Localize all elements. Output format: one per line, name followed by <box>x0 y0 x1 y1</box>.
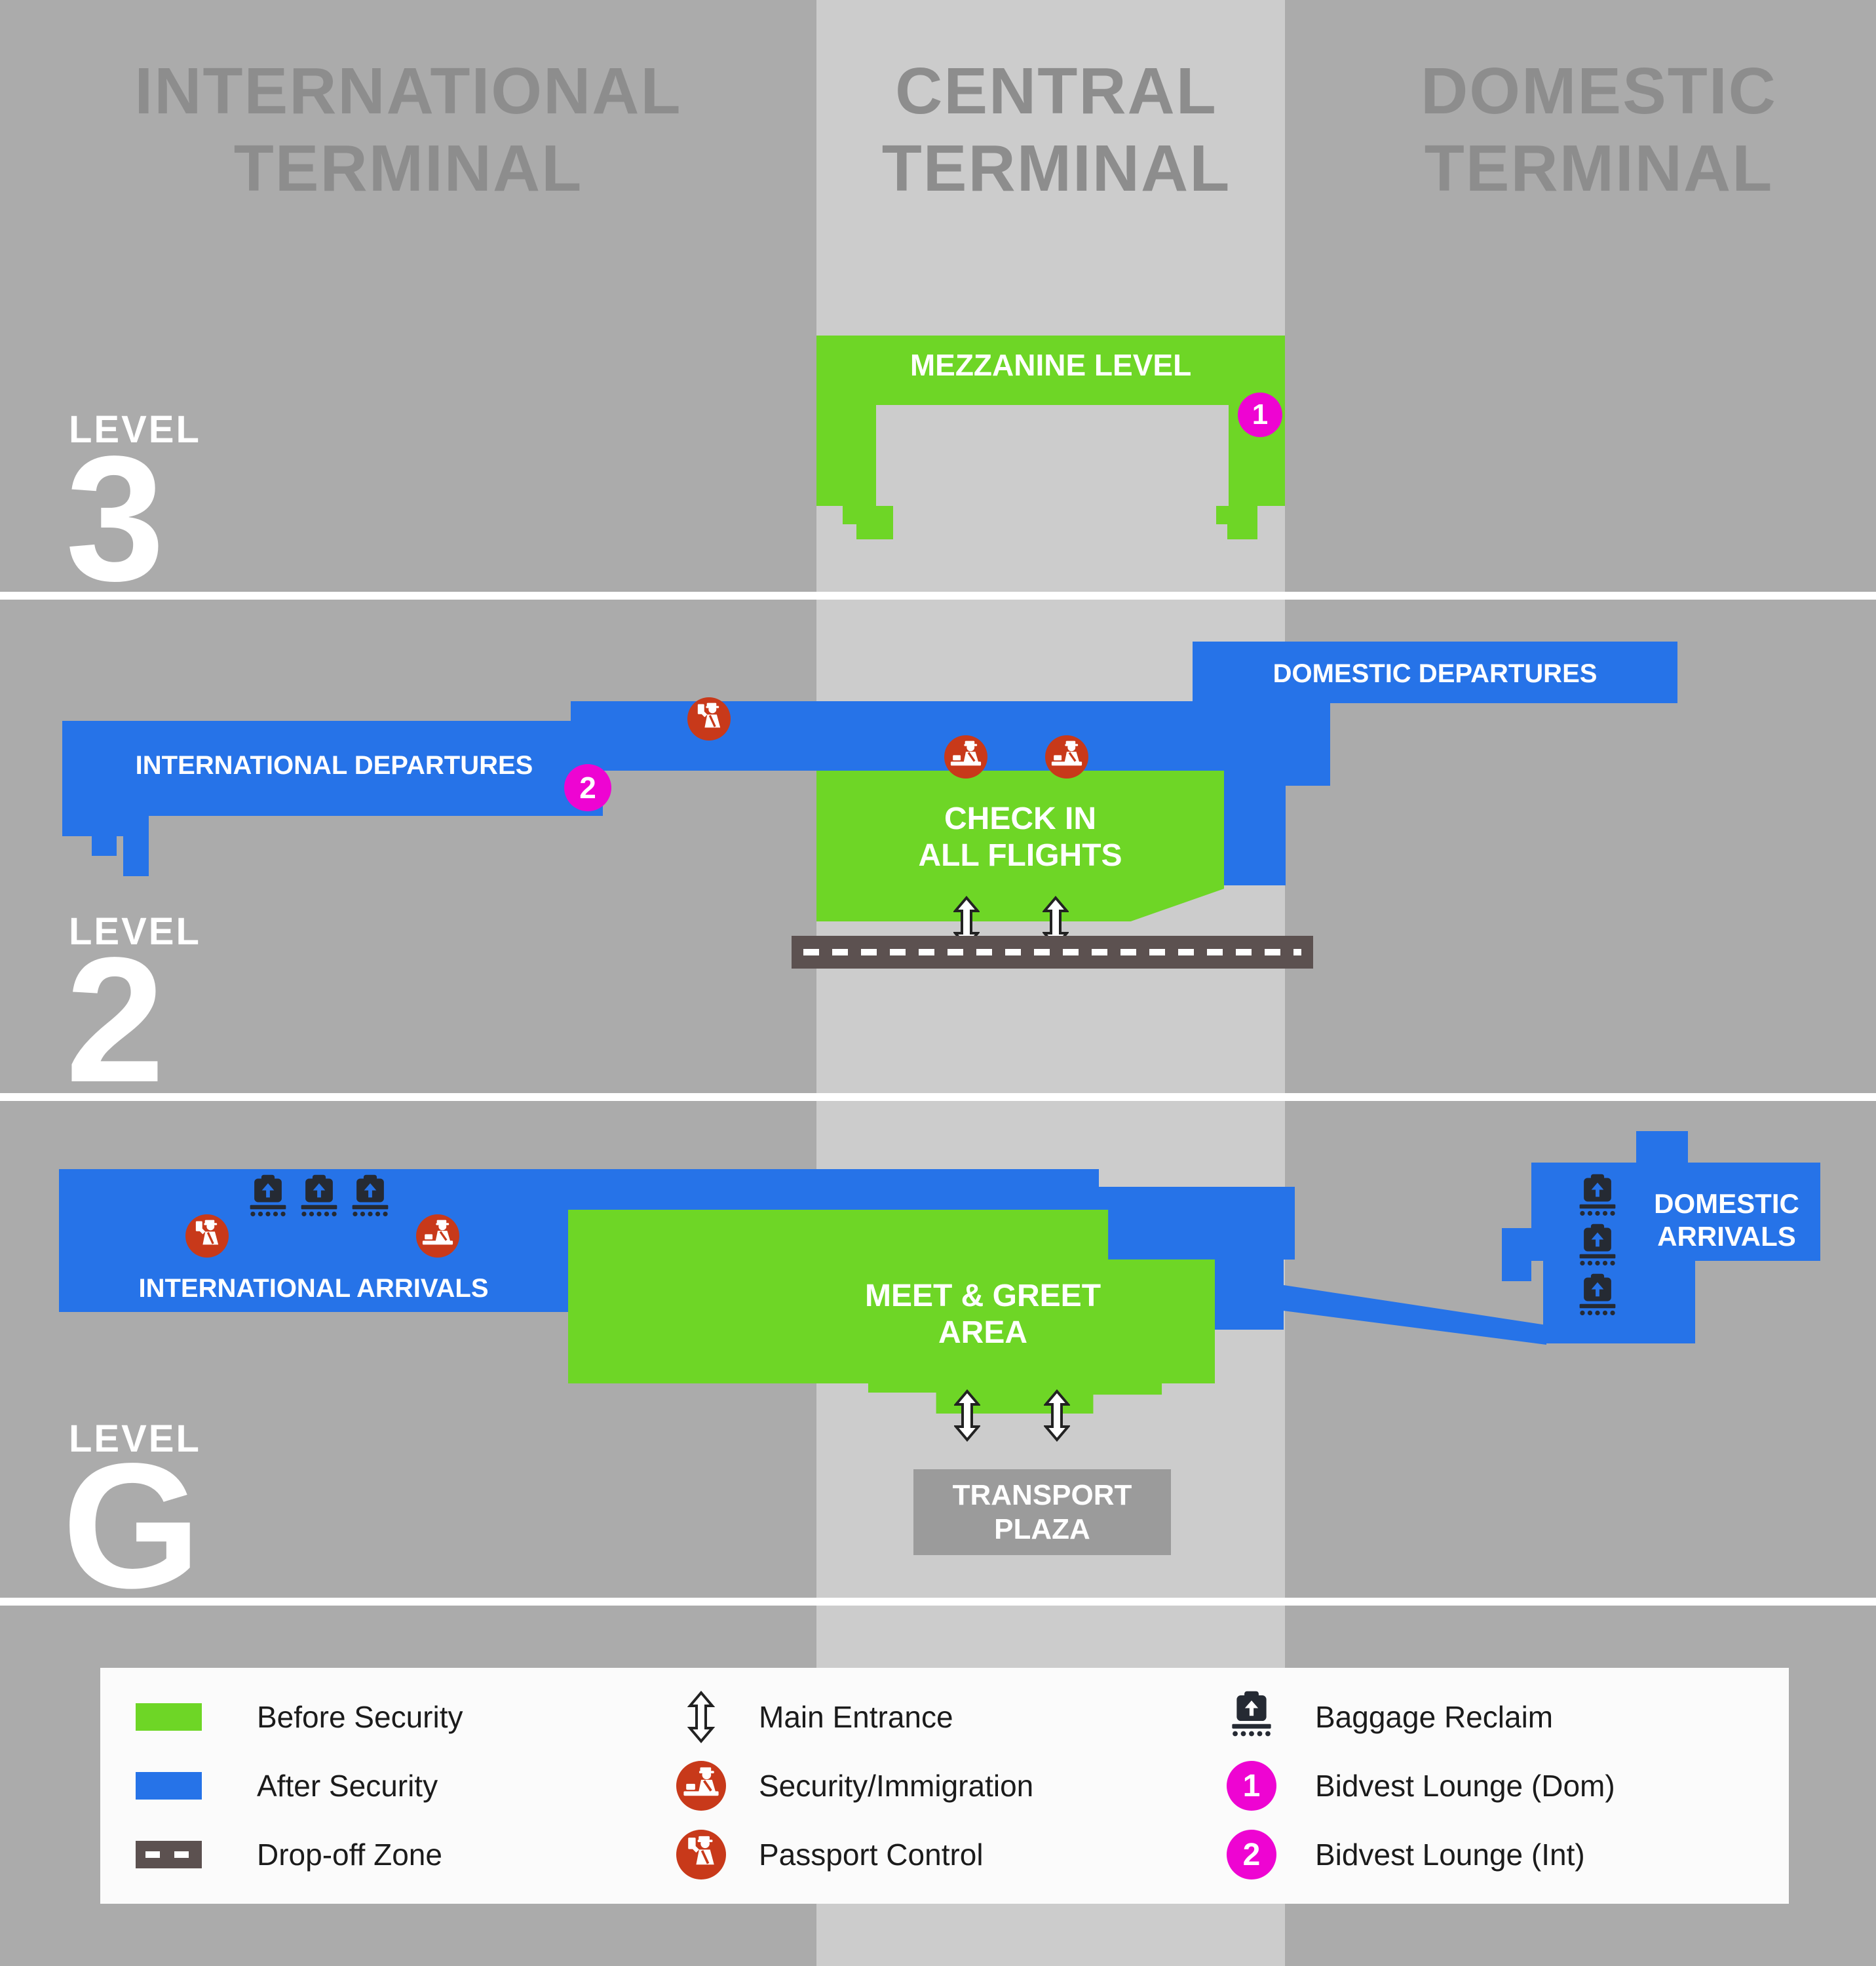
main-entrance-icon <box>1044 1389 1070 1442</box>
bidvest-lounge-dom-badge: 1 <box>1238 393 1282 437</box>
passport-control-icon <box>687 697 731 741</box>
level2-connector-band <box>571 701 1286 771</box>
baggage-reclaim-icon <box>1226 1689 1277 1743</box>
meet-greet-line1: MEET & GREET <box>864 1279 1101 1313</box>
legend-lounge-int-label: Bidvest Lounge (Int) <box>1315 1838 1585 1872</box>
transport-plaza-line1: TRANSPORT <box>952 1479 1132 1511</box>
domestic-arrivals-lower-block <box>1543 1261 1695 1343</box>
baggage-reclaim-icon <box>347 1174 394 1222</box>
bidvest-lounge-dom-icon: 1 <box>1227 1761 1276 1811</box>
header-domestic-terminal: DOMESTIC TERMINAL <box>1271 52 1876 207</box>
level2-connector-step <box>1286 701 1330 786</box>
transport-plaza-label: TRANSPORT PLAZA <box>913 1478 1171 1547</box>
legend-before-security-swatch <box>136 1703 202 1731</box>
legend-main-entrance-label: Main Entrance <box>759 1700 953 1734</box>
main-entrance-icon <box>687 1691 716 1743</box>
check-in-line1: CHECK IN <box>944 801 1096 836</box>
level3-word: LEVEL <box>69 408 201 451</box>
security-immigration-icon <box>944 735 987 779</box>
legend-baggage-reclaim-label: Baggage Reclaim <box>1315 1700 1554 1734</box>
baggage-reclaim-icon <box>244 1174 292 1222</box>
domestic-arrivals-tab <box>1636 1131 1688 1164</box>
levelg-corridor-band <box>1284 1285 1546 1345</box>
checkin-side-strip <box>1224 771 1286 885</box>
header-line: TERMINAL <box>1424 132 1774 205</box>
transport-plaza-area <box>913 1469 1171 1555</box>
road-center-dashes <box>803 949 1301 955</box>
legend: Before Security After Security Drop-off … <box>100 1668 1789 1904</box>
mezzanine-foot-right2 <box>1227 506 1257 539</box>
header-line: TERMINAL <box>881 132 1231 205</box>
international-arrivals-label: INTERNATIONAL ARRIVALS <box>138 1274 489 1303</box>
bidvest-lounge-int-icon: 2 <box>1227 1830 1276 1879</box>
header-line: CENTRAL <box>895 54 1217 128</box>
meet-greet-line2: AREA <box>938 1315 1027 1350</box>
domestic-arrivals-label: DOMESTIC ARRIVALS <box>1625 1187 1828 1253</box>
header-central-terminal: CENTRAL TERMINAL <box>729 52 1384 207</box>
main-entrance-icon <box>954 1389 980 1442</box>
transport-plaza-line2: PLAZA <box>994 1513 1090 1545</box>
level2-word: LEVEL <box>69 910 201 953</box>
meet-and-greet-label: MEET & GREET AREA <box>721 1278 1245 1351</box>
mezzanine-label: MEZZANINE LEVEL <box>909 348 1192 382</box>
mezzanine-cutout <box>876 405 1229 506</box>
domestic-arrivals-line2: ARRIVALS <box>1657 1221 1796 1252</box>
check-in-label: CHECK IN ALL FLIGHTS <box>816 801 1224 874</box>
domestic-departures-area <box>1193 642 1677 703</box>
intl-departures-step3 <box>123 816 149 876</box>
levelg-after-security-strip <box>1215 1260 1284 1330</box>
legend-before-security-label: Before Security <box>257 1700 463 1734</box>
bidvest-lounge-int-badge: 2 <box>564 764 611 811</box>
header-line: DOMESTIC <box>1421 54 1777 128</box>
divider-levelg-legend <box>0 1598 1876 1606</box>
header-line: TERMINAL <box>233 132 583 205</box>
intl-departures-step1 <box>62 816 134 836</box>
divider-level2-levelg <box>0 1093 1876 1101</box>
levelg-word: LEVEL <box>69 1417 201 1460</box>
domestic-arrivals-area <box>1531 1163 1820 1261</box>
passport-control-icon <box>185 1214 229 1258</box>
level2-number: 2 <box>66 920 165 1119</box>
drop-off-zone-road <box>792 936 1313 969</box>
levelg-after-security-bar <box>568 1169 1099 1210</box>
check-in-area <box>816 771 1224 921</box>
baggage-reclaim-icon <box>1574 1174 1621 1221</box>
domestic-arrivals-line1: DOMESTIC <box>1654 1188 1799 1219</box>
passport-control-icon <box>676 1830 726 1879</box>
check-in-line2: ALL FLIGHTS <box>918 838 1122 873</box>
header-line: INTERNATIONAL <box>134 54 682 128</box>
legend-lounge-dom-label: Bidvest Lounge (Dom) <box>1315 1769 1615 1803</box>
legend-after-security-label: After Security <box>257 1769 438 1803</box>
security-immigration-icon <box>416 1214 459 1258</box>
meet-and-greet-area <box>568 1210 1215 1414</box>
mezzanine-foot-left2 <box>856 506 893 539</box>
level3-number: 3 <box>66 419 165 618</box>
legend-passport-control-label: Passport Control <box>759 1838 984 1872</box>
legend-dropoff-label: Drop-off Zone <box>257 1838 442 1872</box>
levelg-after-security-block <box>1099 1187 1295 1260</box>
levelg-number: G <box>62 1426 201 1625</box>
legend-security-immigration-label: Security/Immigration <box>759 1769 1034 1803</box>
legend-after-security-swatch <box>136 1772 202 1800</box>
domestic-departures-label: DOMESTIC DEPARTURES <box>1273 659 1598 688</box>
legend-dropoff-swatch <box>136 1841 202 1868</box>
baggage-reclaim-icon <box>296 1174 343 1222</box>
domestic-arrivals-left-tab <box>1502 1228 1531 1281</box>
security-immigration-icon <box>676 1761 726 1811</box>
security-immigration-icon <box>1045 735 1088 779</box>
legend-dropoff-dashes <box>145 1851 193 1858</box>
central-terminal-column <box>816 0 1285 1966</box>
international-departures-area <box>62 721 603 816</box>
international-departures-label: INTERNATIONAL DEPARTURES <box>135 751 533 780</box>
header-international-terminal: INTERNATIONAL TERMINAL <box>81 52 736 207</box>
divider-level3-level2 <box>0 592 1876 600</box>
intl-departures-step2 <box>92 836 117 856</box>
baggage-reclaim-icon <box>1574 1224 1621 1271</box>
baggage-reclaim-icon <box>1574 1273 1621 1320</box>
